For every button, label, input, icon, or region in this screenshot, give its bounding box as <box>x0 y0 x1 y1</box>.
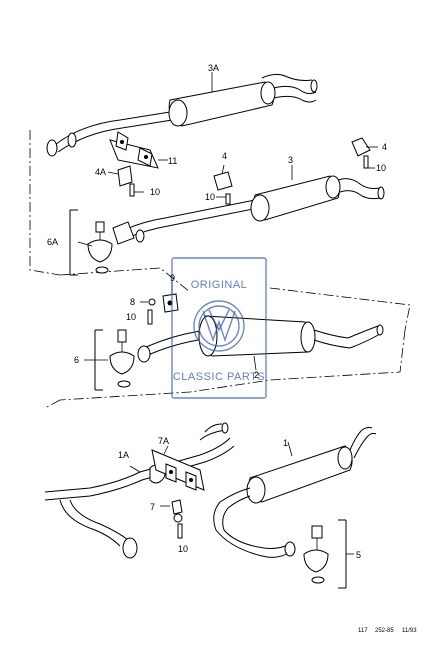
label-10-a: 10 <box>150 187 160 197</box>
label-4-b: 4 <box>382 142 387 152</box>
part-2-muffler <box>137 315 384 371</box>
label-10-b: 10 <box>205 192 215 202</box>
section-dividers <box>29 130 411 409</box>
hanger-7-10 <box>160 499 183 539</box>
vw-logo <box>193 300 245 352</box>
label-1A: 1A <box>118 450 129 460</box>
label-2: 2 <box>254 370 259 380</box>
hanger-4-right <box>351 137 378 169</box>
part-1-muffler <box>213 426 377 558</box>
label-9: 9 <box>170 273 175 283</box>
hanger-4-middle <box>213 164 233 205</box>
clamp-6 <box>84 329 135 391</box>
label-6A: 6A <box>47 237 58 247</box>
label-3: 3 <box>288 155 293 165</box>
label-4-a: 4 <box>222 151 227 161</box>
watermark-line1: ORIGINAL <box>191 279 248 291</box>
label-5: 5 <box>356 550 361 560</box>
part-labels: 3A 11 4A 10 4 10 3 4 10 6A 9 8 10 6 2 7A… <box>47 63 387 560</box>
footer-codes: 117 252-85 11/93 <box>358 628 417 634</box>
watermark-line2: CLASSIC PARTS <box>173 371 265 383</box>
footer-code-3: 11/93 <box>402 628 417 634</box>
bracket-7A <box>151 445 205 491</box>
clamp-6A <box>69 209 113 276</box>
label-10-c: 10 <box>376 163 386 173</box>
label-11: 11 <box>168 156 177 166</box>
footer-code-1: 117 <box>358 628 368 634</box>
label-6: 6 <box>74 355 79 365</box>
bracket-11 <box>109 131 168 169</box>
bracket-4A <box>107 165 144 197</box>
watermark: ORIGINAL CLASSIC PARTS <box>171 257 267 399</box>
label-7A: 7A <box>158 436 169 446</box>
label-10-e: 10 <box>178 544 188 554</box>
label-3A: 3A <box>208 63 219 73</box>
part-3-muffler <box>112 165 385 245</box>
clamp-5 <box>303 519 354 589</box>
hanger-8-9-10 <box>140 282 179 325</box>
label-7: 7 <box>150 502 155 512</box>
label-8: 8 <box>130 297 135 307</box>
label-1: 1 <box>283 438 288 448</box>
label-4A: 4A <box>95 167 106 177</box>
part-3A-muffler <box>46 72 318 157</box>
part-1A-pipe <box>44 422 235 559</box>
label-10-d: 10 <box>126 312 136 322</box>
footer-code-2: 252-85 <box>375 628 394 634</box>
